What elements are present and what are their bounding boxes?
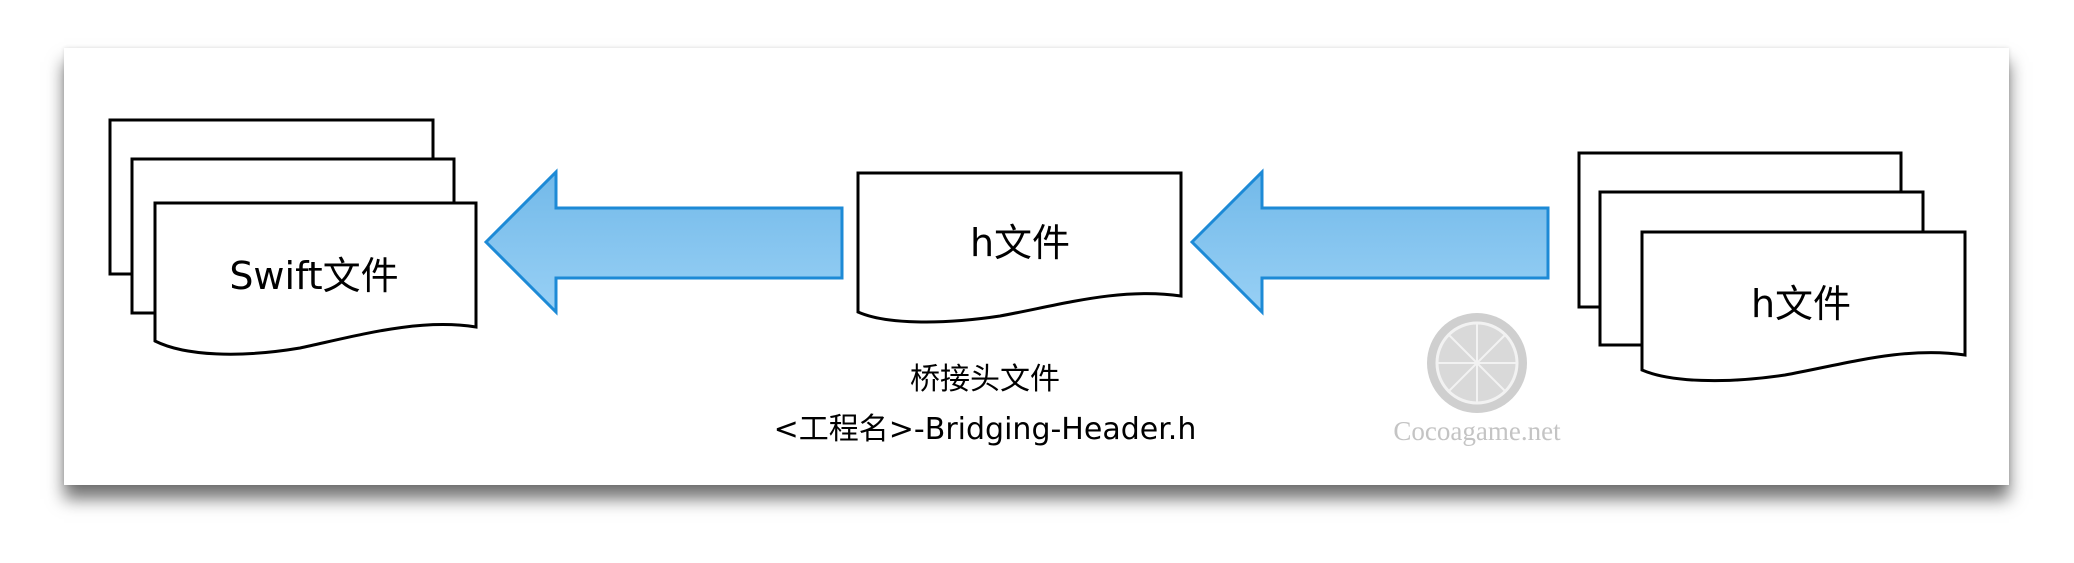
bridging-header-label: h文件 [970, 221, 1070, 265]
document-shape-front [1640, 230, 1967, 383]
swift-file-label: Swift文件 [229, 254, 398, 298]
bridging-header-file: h文件 桥接头文件 <工程名>-Bridging-Header.h [774, 171, 1197, 447]
h-file-label: h文件 [1751, 282, 1851, 326]
bridging-header-caption-title: 桥接头文件 [910, 362, 1060, 397]
arrow-left-icon [1189, 168, 1550, 316]
h-file-stack: h文件 [1577, 151, 1967, 383]
swift-file-stack: Swift文件 [108, 118, 478, 356]
document-shape [856, 171, 1183, 324]
bridging-header-caption-filename: <工程名>-Bridging-Header.h [774, 412, 1197, 447]
document-shape-front [153, 201, 478, 356]
watermark-text: Cocoagame.net [1393, 416, 1561, 446]
arrow-left-icon [483, 168, 844, 316]
watermark-logo: Cocoagame.net [1393, 313, 1561, 446]
